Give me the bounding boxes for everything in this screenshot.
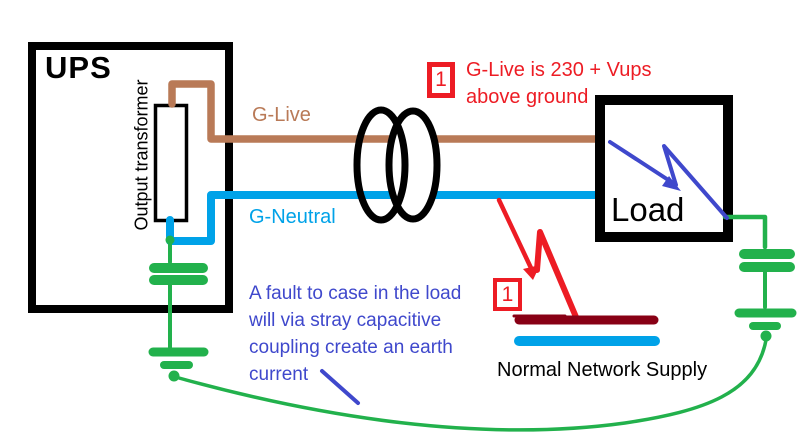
ups-label: UPS xyxy=(45,50,112,85)
live-voltage-note-line2: above ground xyxy=(466,86,589,108)
toroid-core-ring-icon xyxy=(353,106,409,224)
annotation-marker-2-number: 1 xyxy=(501,282,514,306)
g-live-label: G-Live xyxy=(252,104,311,126)
fault-note-line3: coupling create an earth xyxy=(249,337,453,358)
fault-note-line2: will via stray capacitive xyxy=(249,310,442,331)
load-box xyxy=(595,95,733,242)
annotation-marker-1: 1 xyxy=(427,62,455,98)
fault-bolt-lower-icon xyxy=(534,229,579,320)
output-transformer-symbol xyxy=(153,103,189,223)
ups-box xyxy=(28,42,233,313)
fault-note-line1: A fault to case in the load xyxy=(249,283,462,304)
normal-network-supply-label: Normal Network Supply xyxy=(497,359,708,381)
live-voltage-note: G-Live is 230 + Vups above ground xyxy=(466,57,651,111)
annotation-marker-2: 1 xyxy=(493,278,522,311)
load-fault-bolt-icon xyxy=(608,140,729,220)
load-label: Load xyxy=(611,191,685,228)
note-pointer-line xyxy=(320,369,360,405)
g-live-wire xyxy=(168,80,604,143)
load-earth-wire-upper xyxy=(722,214,768,250)
fault-bolt-upper-icon xyxy=(496,197,534,271)
live-voltage-note-line1: G-Live is 230 + Vups xyxy=(466,59,652,81)
g-neutral-label: G-Neutral xyxy=(249,206,336,228)
earth-current-loop-wire xyxy=(177,338,768,432)
right-earth-electrode-dot xyxy=(760,330,772,342)
annotation-marker-1-number: 1 xyxy=(435,68,447,91)
output-transformer-label: Output transformer xyxy=(131,79,152,231)
fault-explanation-note: A fault to case in the load will via str… xyxy=(249,280,461,388)
left-earth-electrode-dot xyxy=(168,370,180,382)
fault-note-line4: current xyxy=(249,364,309,385)
earth-network xyxy=(148,214,797,432)
load-fault-bolt-arrowhead-icon xyxy=(662,176,681,191)
g-neutral-wire xyxy=(166,191,604,245)
